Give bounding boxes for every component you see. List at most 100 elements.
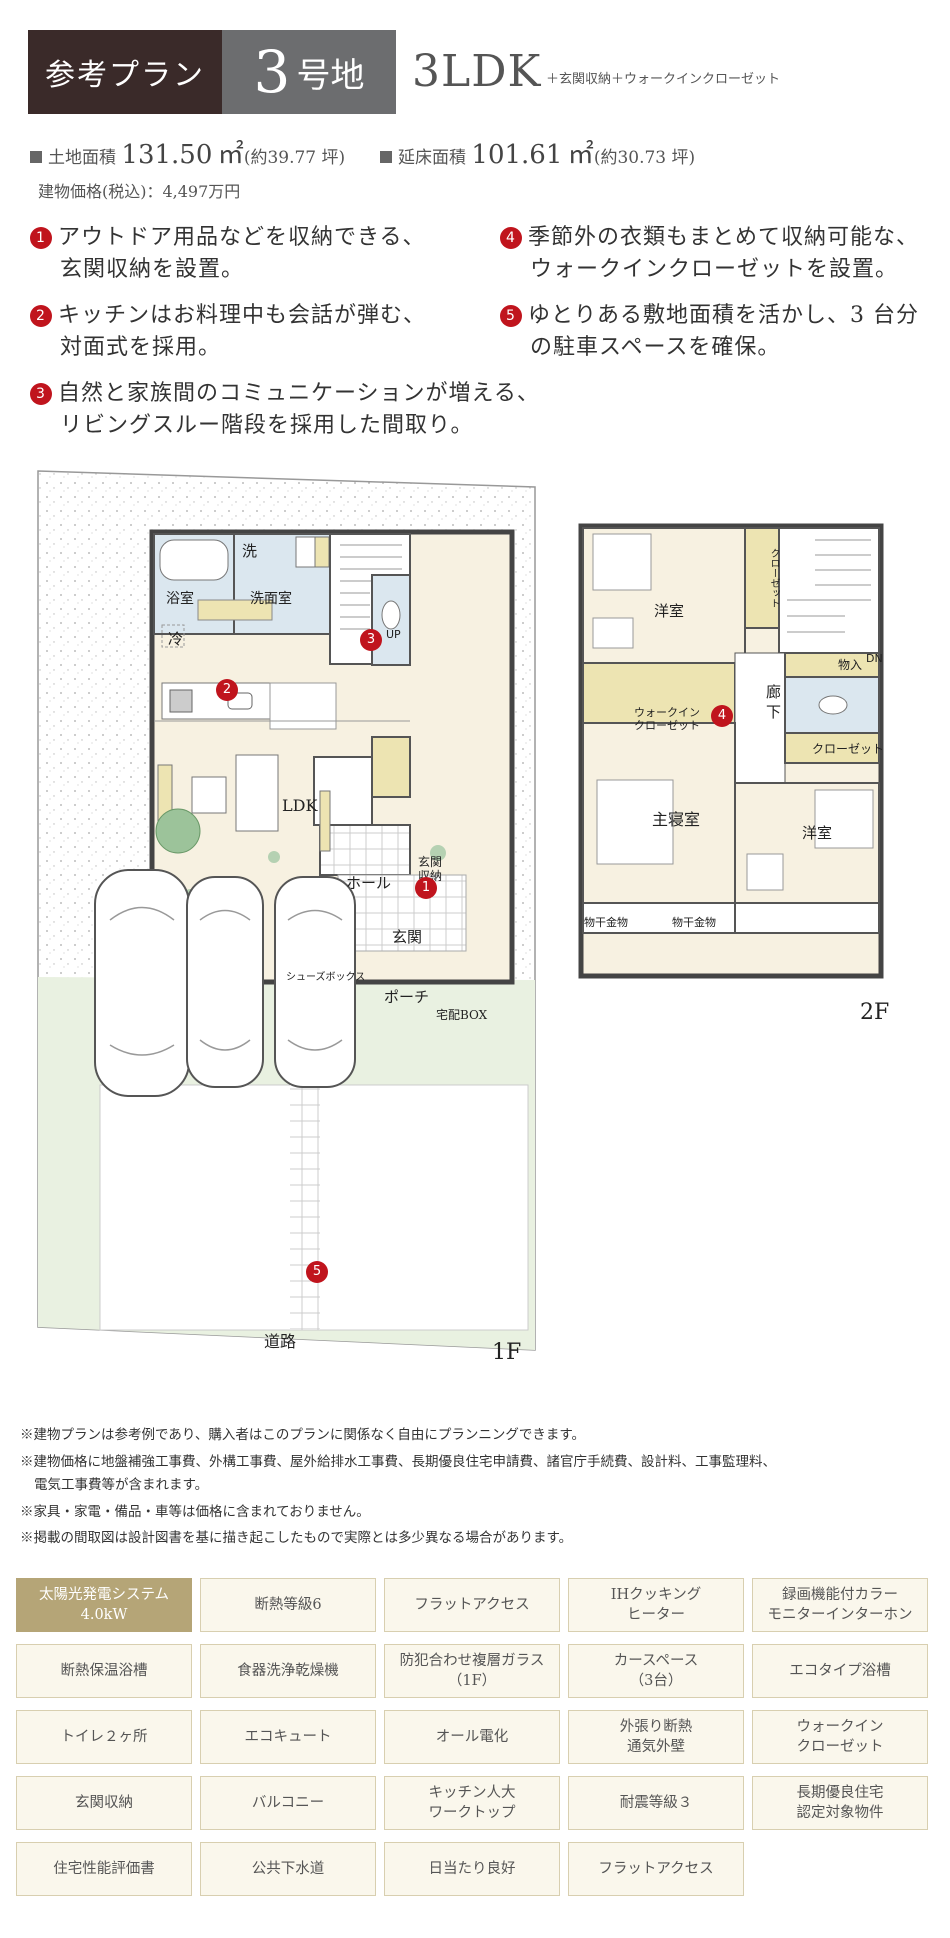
amenity-tag: 断熱等級6: [200, 1578, 376, 1632]
bed-icon: [592, 533, 652, 591]
toilet-bowl: [381, 600, 401, 630]
feature-text: 対面式を採用。: [60, 335, 222, 360]
floor-label-2f: 2F: [860, 1000, 890, 1025]
room-label-entry-storage: 玄関 収納: [418, 855, 443, 883]
toilet-bowl: [818, 695, 848, 715]
shrub-icon: [268, 851, 280, 863]
fridge-label: 冷: [168, 630, 184, 648]
stairs-2f: [778, 527, 880, 654]
feature-text: アウトドア用品などを収納できる、: [58, 225, 426, 250]
bed-icon: [814, 789, 874, 849]
car-icon: [186, 876, 264, 1088]
note-1: ※建物プランは参考例であり、購入者はこのプランに関係なく自由にプランニングできま…: [20, 1427, 585, 1443]
entrance: [319, 824, 411, 876]
floor-label-1f: 1F: [492, 1340, 522, 1365]
tree-icon: [155, 808, 201, 854]
note-2-cont: 電気工事費等が含まれます。: [34, 1477, 209, 1493]
marker-5: 5: [306, 1261, 328, 1283]
storage: [784, 652, 880, 678]
feature-text: 季節外の衣類もまとめて収納可能な、: [528, 225, 920, 250]
porch-label: ポーチ: [384, 988, 430, 1006]
hallway-2f: [734, 652, 786, 784]
feature-text: 自然と家族間のコミュニケーションが増える、: [58, 381, 540, 406]
sofa: [235, 754, 279, 832]
room-label-hallway: 廊 下: [766, 683, 782, 721]
room-label-wic: ウォークイン クローゼット: [634, 706, 700, 732]
feature-text: ゆとりある敷地面積を活かし、3 台分: [528, 303, 919, 328]
toilet-1f: [371, 574, 411, 666]
bathtub: [159, 539, 229, 581]
room-label-closet-1: クローゼット: [768, 548, 779, 608]
amenity-tag: 耐震等級３: [568, 1776, 744, 1830]
lot-number: 3: [253, 38, 291, 106]
amenity-tag: ウォークイン クローゼット: [752, 1710, 928, 1764]
balcony-2: [734, 902, 880, 934]
amenity-tag: フラットアクセス: [384, 1578, 560, 1632]
dn-label: DN: [866, 652, 883, 665]
land-area: 土地面積 131.50 ㎡(約39.77 坪): [30, 134, 345, 171]
feature-number-badge: 1: [30, 227, 52, 249]
plan-extras: ＋玄関収納＋ウォークインクローゼット: [546, 72, 781, 87]
amenity-tag: 公共下水道: [200, 1842, 376, 1896]
amenity-tag: 太陽光発電システム 4.0kW: [16, 1578, 192, 1632]
amenity-tag: 断熱保温浴槽: [16, 1644, 192, 1698]
amenity-tag: 外張り断熱 通気外壁: [568, 1710, 744, 1764]
floor-area-unit: ㎡: [567, 140, 594, 170]
room-label-bath: 浴室: [166, 591, 194, 607]
car-icon: [94, 869, 190, 1097]
feature-number-badge: 3: [30, 383, 52, 405]
room-label-washroom: 洗面室: [250, 591, 292, 607]
square-bullet-icon: [380, 151, 392, 163]
feature-number-badge: 4: [500, 227, 522, 249]
amenity-tag: エコタイプ浴槽: [752, 1644, 928, 1698]
feature-number-badge: 5: [500, 305, 522, 327]
shoe-box: [319, 790, 331, 852]
room-label-western-2: 洋室: [802, 824, 833, 842]
porch: [337, 874, 467, 952]
marker-4: 4: [711, 705, 733, 727]
drying-rack-label-1: 物干金物: [584, 916, 628, 929]
feature-3: 3 自然と家族間のコミュニケーションが増える、 リビングスルー階段を採用した間取り…: [30, 378, 540, 442]
amenity-tag: 日当たり良好: [384, 1842, 560, 1896]
amenity-tag: 録画機能付カラー モニターインターホン: [752, 1578, 928, 1632]
room-label-hall: ホール: [346, 874, 392, 892]
lot-badge: 3 号地: [222, 30, 396, 114]
feature-text: リビングスルー階段を採用した間取り。: [60, 413, 474, 438]
kitchen-cabinet: [197, 599, 273, 621]
floor-area: 延床面積 101.61 ㎡(約30.73 坪): [380, 134, 695, 171]
closet-2: [784, 732, 880, 764]
amenity-tag: 住宅性能評価書: [16, 1842, 192, 1896]
amenity-tag: トイレ２ヶ所: [16, 1710, 192, 1764]
note-2: ※建物価格に地盤補強工事費、外構工事費、屋外給排水工事費、長期優良住宅申請費、諸…: [20, 1454, 776, 1470]
room-label-closet-2: クローゼット: [812, 742, 885, 756]
land-area-unit: ㎡: [217, 140, 244, 170]
wash-label: 洗: [242, 542, 258, 560]
floor-area-tsubo: (約30.73 坪): [593, 148, 696, 168]
amenity-tag: 長期優良住宅 認定対象物件: [752, 1776, 928, 1830]
car-icon: [274, 876, 356, 1088]
note-3: ※家具・家電・備品・車等は価格に含まれておりません。: [20, 1504, 370, 1520]
note-4: ※掲載の間取図は設計図書を基に描き起こしたもので実際とは多少異なる場合があります…: [20, 1530, 573, 1546]
amenity-tag: キッチン人大 ワークトップ: [384, 1776, 560, 1830]
fridge-space: [161, 624, 185, 648]
feature-text: キッチンはお料理中も会話が弾む、: [58, 303, 427, 328]
floor-plan-1f: [37, 470, 536, 1351]
amenity-tag: エコキュート: [200, 1710, 376, 1764]
land-area-value: 131.50: [121, 140, 213, 170]
dining-table: [269, 682, 337, 730]
floor-area-label: 延床面積: [398, 148, 466, 168]
amenity-tag: バルコニー: [200, 1776, 376, 1830]
desk-icon: [746, 853, 784, 891]
amenity-tag: オール電化: [384, 1710, 560, 1764]
land-area-tsubo: (約39.77 坪): [243, 148, 346, 168]
up-label: UP: [386, 628, 401, 641]
parking-strip: [290, 1085, 320, 1330]
floor-area-value: 101.61: [471, 140, 563, 170]
ih-cooktop: [169, 689, 193, 713]
amenity-tag: 玄関収納: [16, 1776, 192, 1830]
desk-icon: [592, 617, 634, 649]
plan-type: 3LDK: [412, 46, 542, 97]
